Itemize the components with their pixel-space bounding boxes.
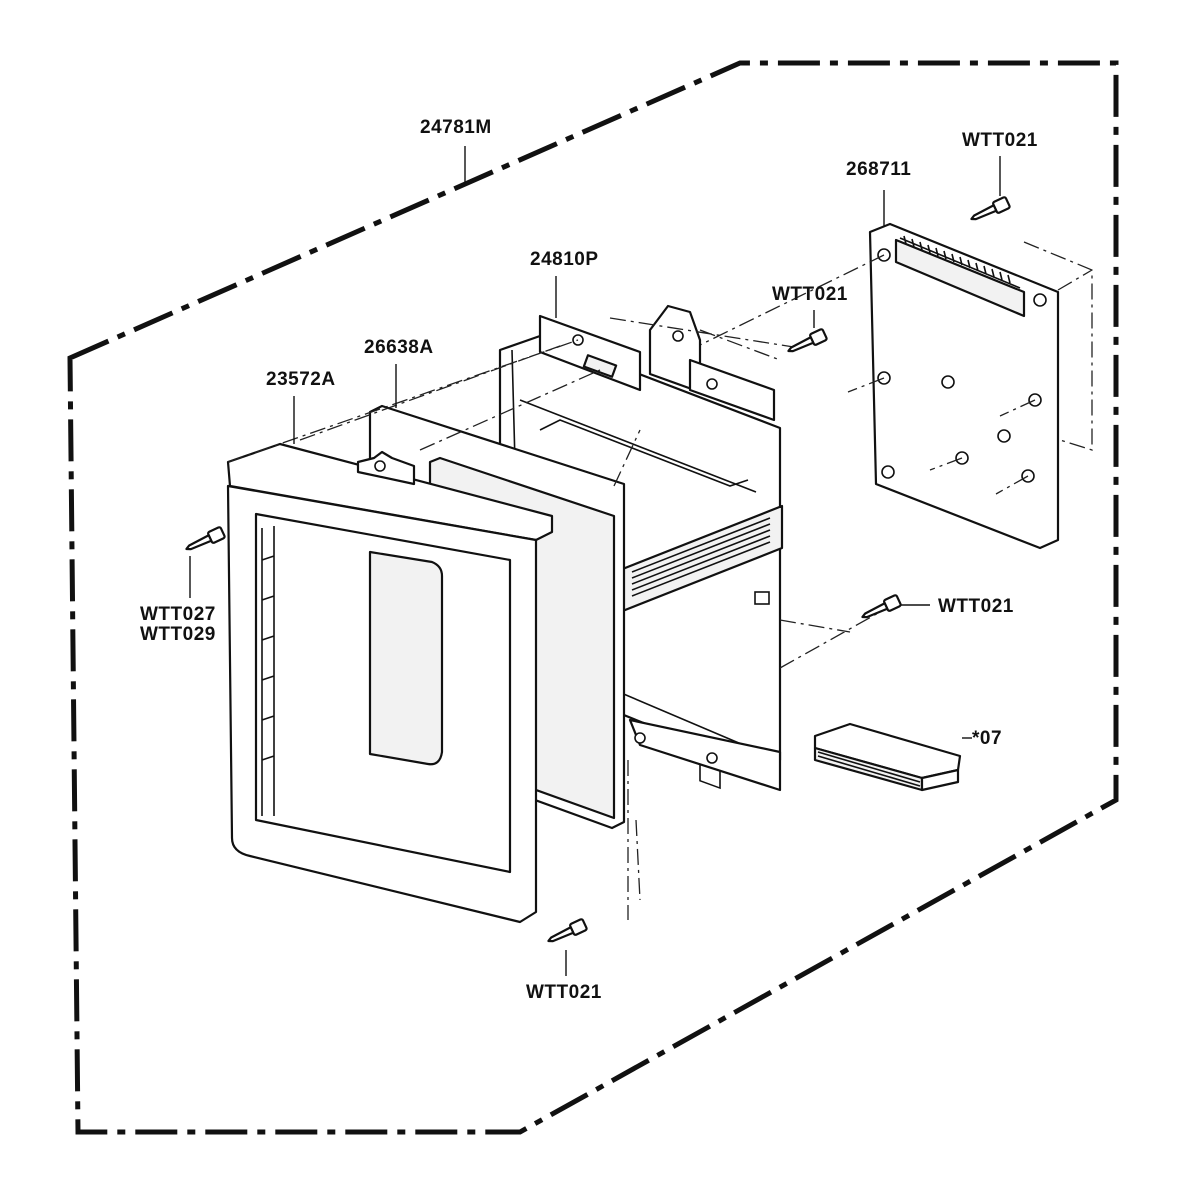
label-frame-bracket: 24810P [530, 249, 599, 270]
screw-top-right [970, 196, 1011, 221]
label-pad: *07 [972, 728, 1002, 749]
control-board-part [868, 222, 1060, 550]
label-screw-top-right: WTT021 [962, 130, 1038, 151]
label-front-trim: 23572A [266, 369, 336, 390]
part-alignment-lines [227, 317, 881, 920]
label-screw-left-b: WTT029 [140, 624, 216, 645]
screw-right [861, 594, 902, 619]
pad-part [813, 722, 962, 792]
label-screw-bottom: WTT021 [526, 982, 602, 1003]
screw-mid [787, 328, 828, 353]
label-screw-left-a: WTT027 [140, 604, 216, 625]
label-screw-mid: WTT021 [772, 284, 848, 305]
label-screw-right: WTT021 [938, 596, 1014, 617]
label-insulation: 26638A [364, 337, 434, 358]
screw-bottom [547, 918, 588, 943]
label-control-board: 268711 [846, 159, 911, 180]
screw-left [185, 526, 226, 551]
board-alignment-lines [699, 241, 1093, 495]
label-assembly: 24781M [420, 117, 492, 138]
assembly-boundary [67, 60, 1119, 1135]
front-trim-part [226, 442, 554, 924]
